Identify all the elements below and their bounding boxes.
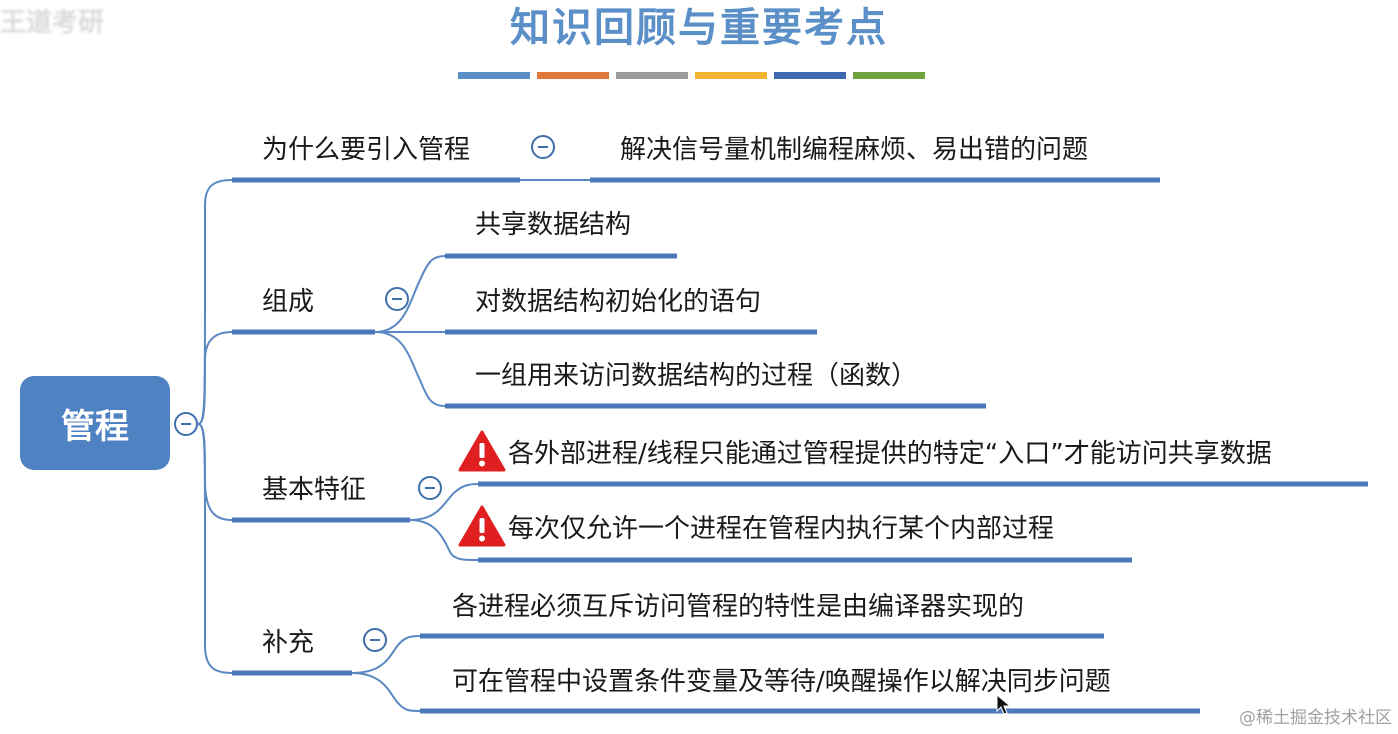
connector-root-branch-2 [197, 331, 233, 425]
connector-branch-4-child-2 [351, 672, 421, 712]
connector-branch-2-child-3 [374, 331, 446, 407]
mouse-cursor-icon [996, 694, 1012, 715]
collapse-icon-branch-4[interactable] [363, 628, 387, 652]
branch-4-child-2: 可在管程中设置条件变量及等待/唤醒操作以解决同步问题 [452, 667, 1111, 697]
page-title: 知识回顾与重要考点 [510, 5, 888, 51]
connector-branch-3-child-2 [409, 519, 479, 561]
branch-label-why-monitor: 为什么要引入管程 [262, 135, 471, 165]
branch-1-child-1: 解决信号量机制编程麻烦、易出错的问题 [620, 135, 1089, 165]
watermark-top-left: 王道考研 [0, 8, 105, 38]
connector-branch-4-child-1 [351, 635, 421, 674]
mindmap-root-node[interactable]: 管程 [20, 376, 170, 470]
branch-label-supplement: 补充 [262, 628, 315, 658]
collapse-icon-branch-1[interactable] [531, 135, 555, 159]
branch-2-child-1: 共享数据结构 [475, 210, 632, 240]
color-strip-segment [537, 72, 609, 79]
color-strip-segment [458, 72, 530, 79]
branch-4-child-1: 各进程必须互斥访问管程的特性是由编译器实现的 [452, 592, 1025, 622]
branch-label-composition: 组成 [262, 287, 315, 317]
warning-icon [458, 430, 506, 472]
collapse-icon-branch-2[interactable] [385, 287, 409, 311]
branch-label-basic-features: 基本特征 [262, 475, 367, 505]
color-strip-segment [695, 72, 767, 79]
branch-2-child-2: 对数据结构初始化的语句 [475, 287, 762, 317]
branch-3-child-1: 各外部进程/线程只能通过管程提供的特定“入口”才能访问共享数据 [508, 439, 1272, 469]
connector-root-branch-1 [197, 179, 233, 425]
color-strip-segment [774, 72, 846, 79]
color-strip-segment [616, 72, 688, 79]
connector-branch-3-child-1 [409, 483, 479, 521]
collapse-icon-branch-3[interactable] [418, 476, 442, 500]
connector-root-branch-4 [197, 423, 233, 674]
branch-2-child-3: 一组用来访问数据结构的过程（函数） [475, 361, 918, 391]
collapse-icon-root[interactable] [174, 412, 198, 436]
branch-3-child-2: 每次仅允许一个进程在管程内执行某个内部过程 [508, 514, 1055, 544]
connector-branch-2-child-1 [374, 255, 446, 333]
warning-icon [458, 505, 506, 547]
watermark-bottom-right: @稀土掘金技术社区 [1239, 708, 1392, 728]
color-strip-segment [853, 72, 925, 79]
